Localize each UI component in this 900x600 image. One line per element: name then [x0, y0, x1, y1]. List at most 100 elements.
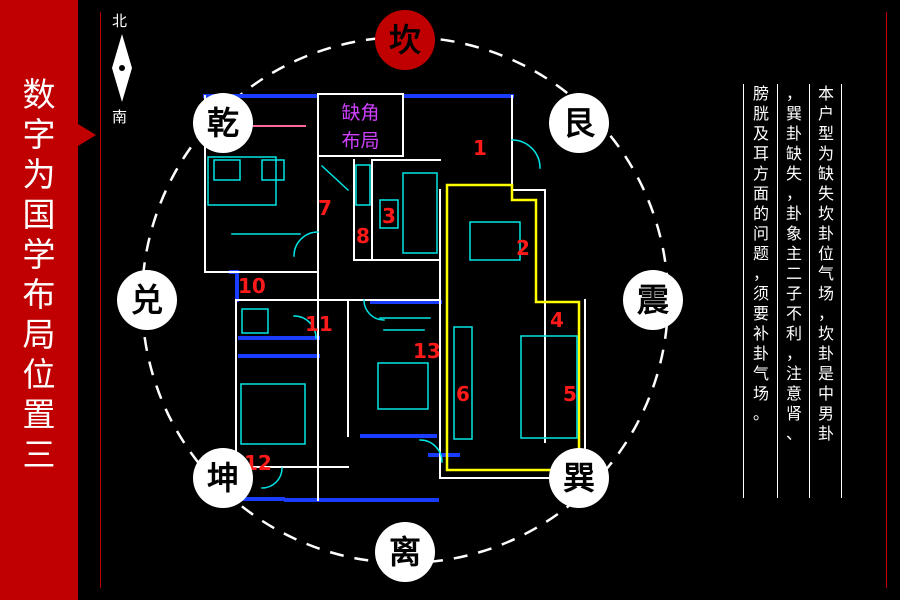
- title-char: 布: [22, 275, 56, 314]
- note-char: 本: [817, 84, 834, 103]
- note-char: 胱: [752, 104, 769, 123]
- frame-line-right: [886, 12, 887, 588]
- frame-line-left: [100, 12, 101, 588]
- note-char: 耳: [752, 144, 769, 163]
- note-char: 型: [817, 124, 834, 143]
- note-char: 是: [817, 364, 834, 383]
- sidebar: 数 字 为 国 学 布 局 位 置 三: [0, 0, 96, 600]
- trigram-kun-badge: 坤: [193, 448, 253, 508]
- note-char: ，: [785, 84, 802, 103]
- title-char: 学: [22, 235, 56, 274]
- trigram-li-badge: 离: [375, 522, 435, 582]
- note-char: 卦: [817, 224, 834, 243]
- note-char: 卦: [817, 344, 834, 363]
- note-char: 方: [752, 164, 769, 183]
- note-char: 户: [817, 104, 834, 123]
- note-rule: [777, 84, 778, 498]
- room-number: 8: [356, 224, 370, 248]
- sidebar-title: 数 字 为 国 学 布 局 位 置 三: [17, 75, 61, 475]
- room-number: 10: [238, 274, 266, 298]
- note-char: 主: [785, 244, 802, 263]
- trigram-dui-badge: 兑: [117, 270, 177, 330]
- trigram-zhen-badge: 震: [623, 270, 683, 330]
- compass-north-label: 北: [112, 12, 128, 30]
- note-char: 失: [817, 184, 834, 203]
- note-char: 二: [785, 264, 802, 283]
- note-char: 意: [785, 384, 802, 403]
- note-char: 利: [785, 324, 802, 343]
- note-char: 失: [785, 164, 802, 183]
- room-number: 11: [305, 312, 333, 336]
- note-char: 补: [752, 324, 769, 343]
- sidebar-pointer: [78, 124, 96, 146]
- title-char: 局: [22, 315, 56, 354]
- note-column: ，巽卦缺失，卦象主二子不利，注意肾、: [783, 84, 805, 444]
- note-char: 。: [752, 404, 769, 423]
- note-char: 气: [752, 364, 769, 383]
- compass-south-label: 南: [112, 108, 128, 126]
- note-char: 坎: [817, 204, 834, 223]
- note-column: 膀胱及耳方面的问题，须要补卦气场。: [750, 84, 772, 424]
- title-char: 数: [22, 75, 56, 114]
- note-char: 男: [817, 404, 834, 423]
- analysis-note: 本户型为缺失坎卦位气场，坎卦是中男卦 ，巽卦缺失，卦象主二子不利，注意肾、 膀胱…: [743, 84, 843, 498]
- note-char: 场: [817, 284, 834, 303]
- note-char: 巽: [785, 104, 802, 123]
- title-char: 字: [22, 115, 56, 154]
- note-char: ，: [785, 344, 802, 363]
- title-char: 位: [22, 355, 56, 394]
- note-char: 膀: [752, 84, 769, 103]
- note-char: 卦: [785, 204, 802, 223]
- note-char: 坎: [817, 324, 834, 343]
- note-char: 须: [752, 284, 769, 303]
- note-char: 象: [785, 224, 802, 243]
- trigram-kan-badge: 坎: [375, 10, 435, 70]
- note-char: 、: [785, 424, 802, 443]
- missing-corner-label: 缺角 布局: [317, 93, 404, 157]
- note-char: 不: [785, 304, 802, 323]
- note-char: 肾: [785, 404, 802, 423]
- note-rule: [743, 84, 744, 498]
- room-number: 5: [563, 382, 577, 406]
- trigram-gen-badge: 艮: [549, 93, 609, 153]
- note-char: 卦: [817, 424, 834, 443]
- note-char: 卦: [752, 344, 769, 363]
- note-char: 场: [752, 384, 769, 403]
- room-number: 13: [413, 339, 441, 363]
- note-char: 及: [752, 124, 769, 143]
- note-char: 气: [817, 264, 834, 283]
- title-char: 国: [22, 195, 56, 234]
- note-char: 题: [752, 244, 769, 263]
- room-number: 3: [382, 204, 396, 228]
- note-rule: [841, 84, 842, 498]
- compass-needle-icon: [112, 34, 132, 102]
- note-char: ，: [817, 304, 834, 323]
- note-rule: [809, 84, 810, 498]
- note-char: ，: [752, 264, 769, 283]
- note-char: 的: [752, 204, 769, 223]
- trigram-qian-badge: 乾: [193, 93, 253, 153]
- room-number: 2: [516, 236, 530, 260]
- note-char: 注: [785, 364, 802, 383]
- title-char: 置: [22, 395, 56, 434]
- room-number: 6: [456, 382, 470, 406]
- note-char: 要: [752, 304, 769, 323]
- note-char: 卦: [785, 124, 802, 143]
- note-char: 缺: [785, 144, 802, 163]
- note-char: 面: [752, 184, 769, 203]
- note-char: 子: [785, 284, 802, 303]
- trigram-xun-badge: 巽: [549, 448, 609, 508]
- missing-label-line: 缺角: [341, 102, 380, 124]
- note-char: 为: [817, 144, 834, 163]
- note-column: 本户型为缺失坎卦位气场，坎卦是中男卦: [815, 84, 837, 444]
- note-char: 位: [817, 244, 834, 263]
- room-number: 1: [473, 136, 487, 160]
- room-number: 7: [318, 196, 332, 220]
- note-char: 问: [752, 224, 769, 243]
- note-char: ，: [785, 184, 802, 203]
- title-char: 为: [22, 155, 56, 194]
- note-char: 中: [817, 384, 834, 403]
- note-char: 缺: [817, 164, 834, 183]
- title-char: 三: [22, 435, 56, 474]
